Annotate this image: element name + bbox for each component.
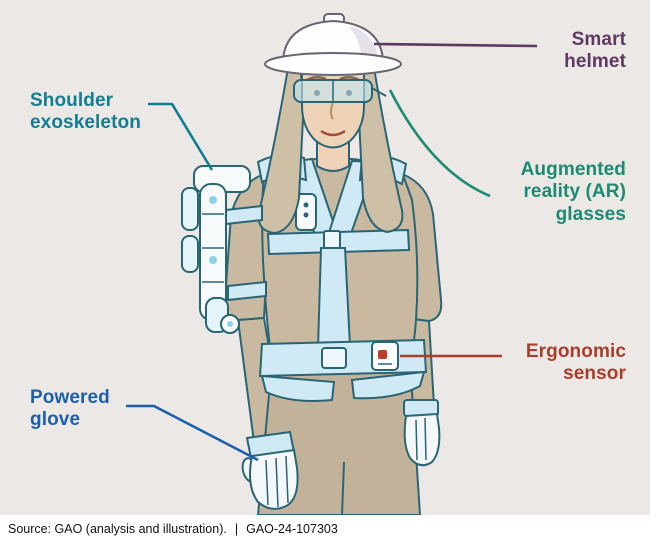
source-text: Source: GAO (analysis and illustration).	[8, 522, 227, 536]
mouth	[320, 129, 346, 137]
ar-glasses-graphic	[293, 79, 387, 103]
exo-cylinder-1	[181, 187, 199, 231]
worker-illustration	[126, 13, 538, 515]
powered-glove-graphic	[241, 430, 299, 510]
helmet-brim	[264, 52, 402, 76]
shoulder-exoskeleton-label: Shoulder exoskeleton	[30, 90, 141, 134]
footer-separator: |	[234, 522, 239, 536]
left-hip-pad	[260, 374, 336, 402]
smart-helmet-label: Smart helmet	[564, 29, 626, 73]
ergonomic-sensor-label: Ergonomic sensor	[525, 341, 626, 385]
leader-lines	[126, 42, 538, 462]
exo-arm-band-top	[225, 204, 263, 226]
exo-arm-band-low	[227, 280, 267, 302]
smart-helmet-leader-line	[373, 42, 538, 48]
right-hip-pad	[350, 370, 426, 400]
report-id: GAO-24-107303	[246, 522, 338, 536]
belt-buckle	[321, 347, 347, 369]
sensor-light	[378, 350, 387, 359]
ar-glasses-leader-line	[388, 89, 491, 198]
exo-cylinder-2	[181, 235, 199, 273]
ergonomic-sensor-device	[371, 341, 399, 371]
source-footer: Source: GAO (analysis and illustration).…	[0, 515, 650, 543]
ar-glasses-label: Augmented reality (AR) glasses	[520, 159, 626, 225]
nose	[330, 101, 334, 120]
shoulder-exoskeleton-leader-line	[148, 102, 214, 171]
right-glove-graphic	[403, 399, 441, 467]
powered-glove-label: Powered glove	[30, 387, 110, 431]
shoulder-exoskeleton-device	[181, 165, 267, 334]
smart-helmet-graphic	[264, 13, 402, 76]
center-strap	[316, 247, 352, 350]
powered-glove-leader-line	[126, 404, 259, 462]
